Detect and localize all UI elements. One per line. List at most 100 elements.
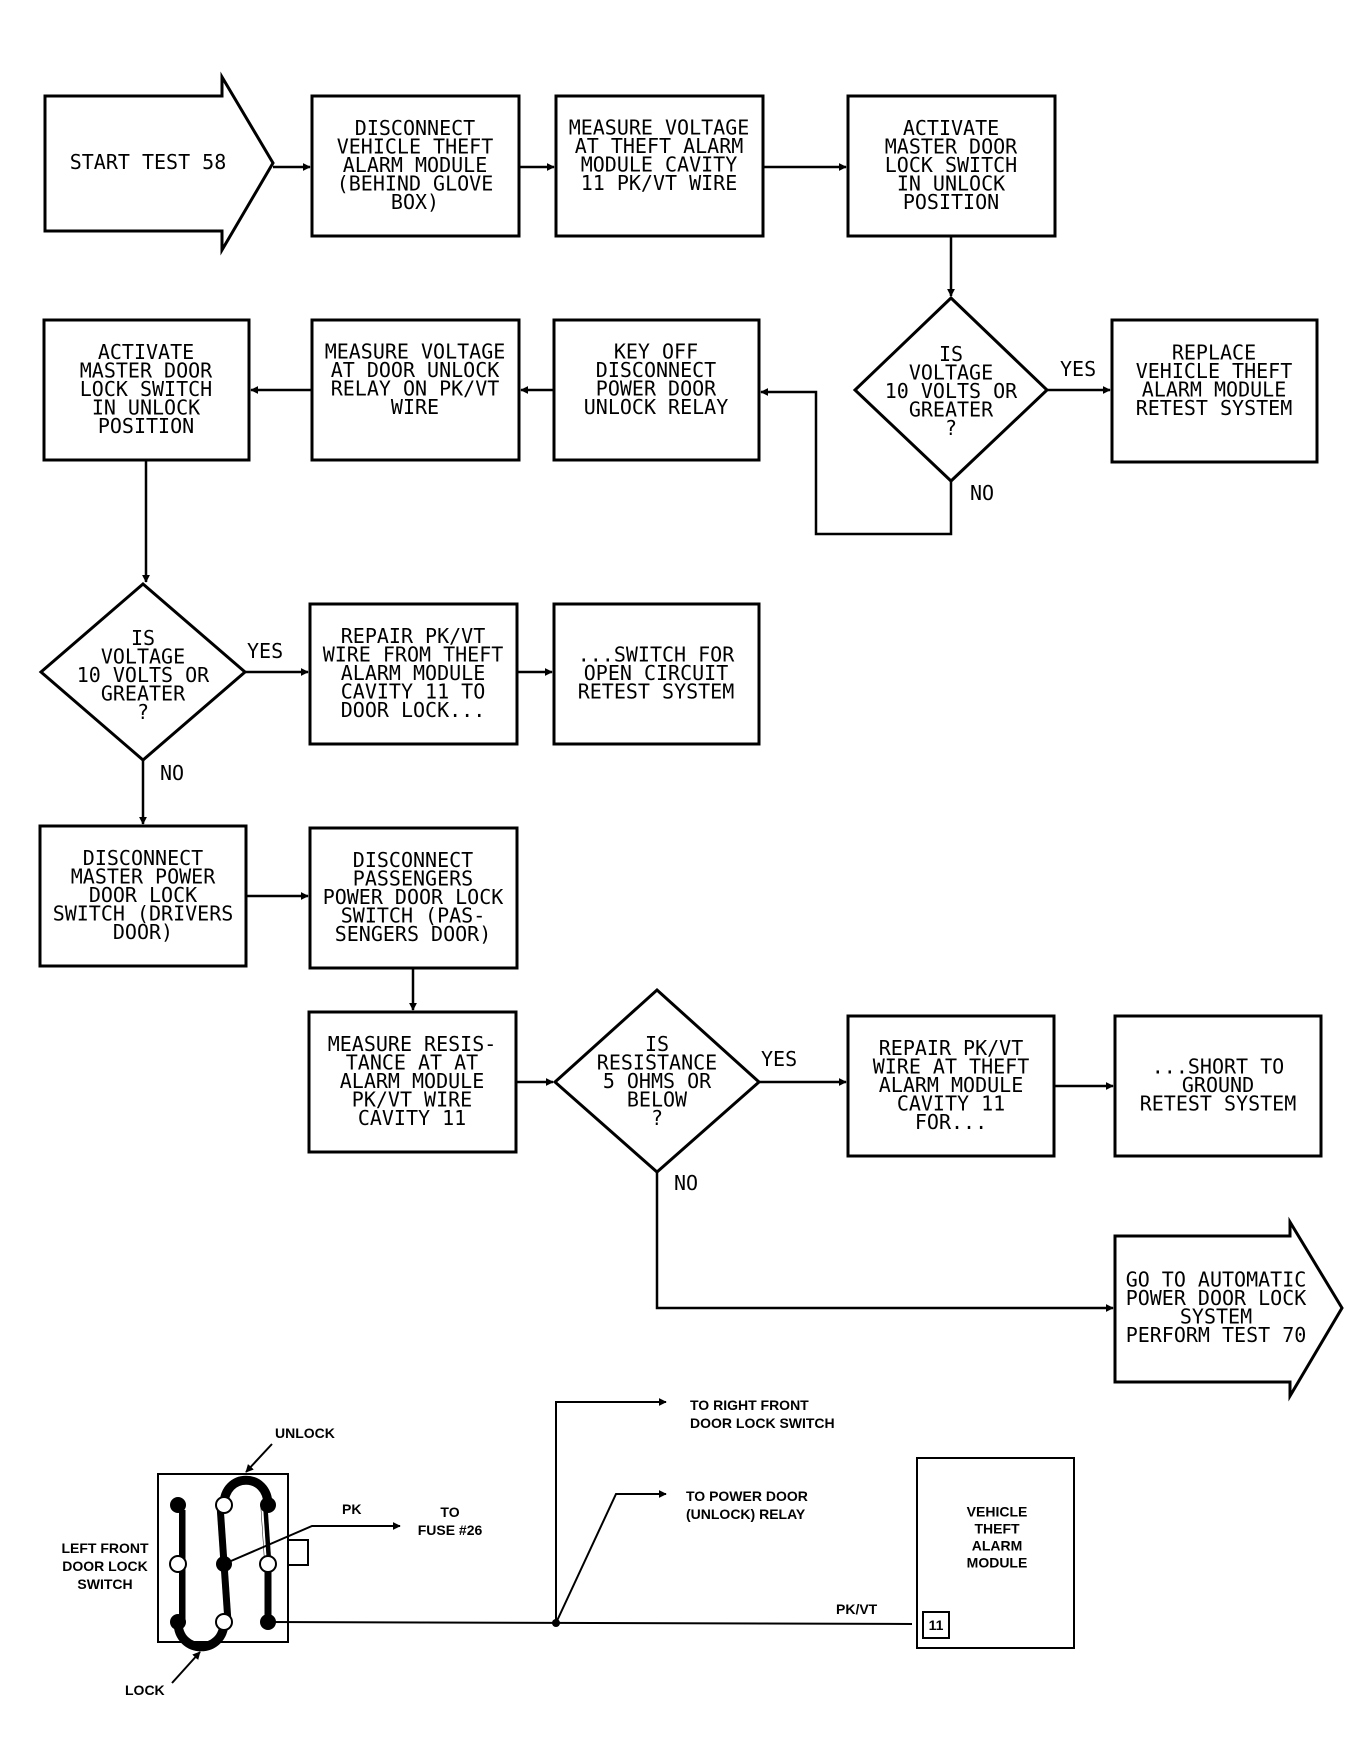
step-repair-open-a-text-line-1: REPAIR PK/VT: [341, 624, 486, 648]
decision-resistance-text-line-2: RESISTANCE: [597, 1051, 717, 1075]
decision-voltage-2-text-line-1: IS: [131, 626, 155, 650]
step-disconnect-master-text-line-3: DOOR LOCK: [89, 883, 197, 907]
decision-voltage-2-text-line-5: ?: [137, 700, 149, 724]
step-activate-switch-2-text-line-3: LOCK SWITCH: [80, 377, 212, 401]
step-disconnect-passengers-text-line-3: POWER DOOR LOCK: [323, 885, 504, 909]
switch-label: LEFT FRONT DOOR LOCK SWITCH: [61, 1540, 149, 1592]
decision-1-yes-label: YES: [1060, 357, 1096, 381]
step-activate-switch-text-line-1: ACTIVATE: [903, 116, 999, 140]
step-measure-relay-text-line-2: AT DOOR UNLOCK: [331, 358, 500, 382]
module-label-line-1: VEHICLE: [967, 1504, 1028, 1520]
decision-resistance-text-line-1: IS: [645, 1032, 669, 1056]
step-activate-switch-text-line-4: IN UNLOCK: [897, 172, 1005, 196]
lock-switch-contacts: [169, 1475, 277, 1652]
step-repair-open-a-text-line-3: ALARM MODULE: [341, 661, 486, 685]
step-replace-module-text-line-4: RETEST SYSTEM: [1136, 396, 1293, 420]
step-measure-resistance-text-line-5: CAVITY 11: [358, 1106, 466, 1130]
module-label-line-3: ALARM: [972, 1538, 1023, 1554]
step-measure-voltage-text-line-1: MEASURE VOLTAGE: [569, 115, 750, 139]
decision-resistance-text-line-5: ?: [651, 1106, 663, 1130]
switch-label-line-2: DOOR LOCK: [62, 1558, 148, 1574]
step-repair-open-a-text-line-2: WIRE FROM THEFT: [323, 643, 504, 667]
switch-label-line-1: LEFT FRONT: [61, 1540, 149, 1556]
decision-3-yes-label: YES: [761, 1047, 797, 1071]
goto-text-line-3: SYSTEM: [1180, 1304, 1252, 1328]
step-disconnect-module-text-line-4: (BEHIND GLOVE: [337, 172, 494, 196]
step-disconnect-module-text-line-5: BOX): [391, 190, 439, 214]
step-repair-short-a-text-line-2: WIRE AT THEFT: [873, 1055, 1030, 1079]
theft-alarm-module: [916, 1457, 1075, 1649]
step-measure-resistance-text-line-3: ALARM MODULE: [340, 1069, 485, 1093]
decision-resistance-text-line-3: 5 OHMS OR: [603, 1069, 712, 1093]
step-activate-switch-2-text-line-4: IN UNLOCK: [92, 396, 200, 420]
goto-text-line-4: PERFORM TEST 70: [1126, 1323, 1307, 1347]
step-repair-short-b-text-line-1: ...SHORT TO: [1152, 1055, 1284, 1079]
step-measure-relay-text-line-4: WIRE: [391, 395, 439, 419]
module-label-line-4: MODULE: [967, 1555, 1028, 1571]
step-disconnect-module-text-line-3: ALARM MODULE: [343, 153, 488, 177]
fuse-label-line-2: FUSE #26: [418, 1522, 483, 1538]
lock-switch-tab: [287, 1539, 309, 1566]
connectors: [139, 163, 1114, 1312]
step-repair-open-a-text-line-4: CAVITY 11 TO: [341, 680, 486, 704]
step-activate-switch-text-line-3: LOCK SWITCH: [885, 153, 1017, 177]
step-replace-module-text-line-1: REPLACE: [1172, 340, 1256, 364]
module-cavity-11: [922, 1611, 950, 1639]
decision-3-no-label: NO: [674, 1171, 698, 1195]
step-disconnect-master-text-line-4: SWITCH (DRIVERS: [53, 902, 234, 926]
switch-label-line-3: SWITCH: [77, 1576, 132, 1592]
step-replace-module-text-line-2: VEHICLE THEFT: [1136, 359, 1293, 383]
step-measure-voltage-text-line-2: AT THEFT ALARM: [575, 134, 744, 158]
lock-label: LOCK: [125, 1682, 165, 1698]
step-key-off-text-line-4: UNLOCK RELAY: [584, 395, 729, 419]
step-key-off-text-line-3: POWER DOOR: [596, 376, 717, 400]
step-measure-voltage-text-line-4: 11 PK/VT WIRE: [581, 171, 738, 195]
step-activate-switch-text-line-5: POSITION: [903, 190, 999, 214]
relay-label: TO POWER DOOR(UNLOCK) RELAY: [686, 1488, 808, 1522]
decision-2-yes-label: YES: [247, 639, 283, 663]
step-repair-short-a-text-line-4: CAVITY 11: [897, 1092, 1005, 1116]
pk-label: PK: [342, 1501, 361, 1517]
decision-voltage-1-text-line-4: GREATER: [909, 398, 994, 422]
module-label-line-2: THEFT: [974, 1521, 1020, 1537]
step-disconnect-module-text-line-2: VEHICLE THEFT: [337, 135, 494, 159]
step-disconnect-master-text-line-2: MASTER POWER: [71, 865, 216, 889]
step-disconnect-module-text-line-1: DISCONNECT: [355, 116, 475, 140]
pkvt-label: PK/VT: [836, 1601, 878, 1617]
step-disconnect-passengers-text-line-5: SENGERS DOOR): [335, 922, 492, 946]
step-disconnect-passengers-text-line-1: DISCONNECT: [353, 848, 473, 872]
step-repair-short-b-text-line-3: RETEST SYSTEM: [1140, 1092, 1297, 1116]
pkvt-wire: [267, 1621, 913, 1625]
step-repair-short-a-text-line-5: FOR...: [915, 1110, 987, 1134]
step-measure-relay-text-line-3: RELAY ON PK/VT: [331, 376, 500, 400]
step-repair-short-b-text-line-2: GROUND: [1182, 1073, 1254, 1097]
lock-pointer: [171, 1651, 201, 1684]
start-arrow: START TEST 58: [43, 71, 275, 256]
decision-2-no-label: NO: [160, 761, 184, 785]
